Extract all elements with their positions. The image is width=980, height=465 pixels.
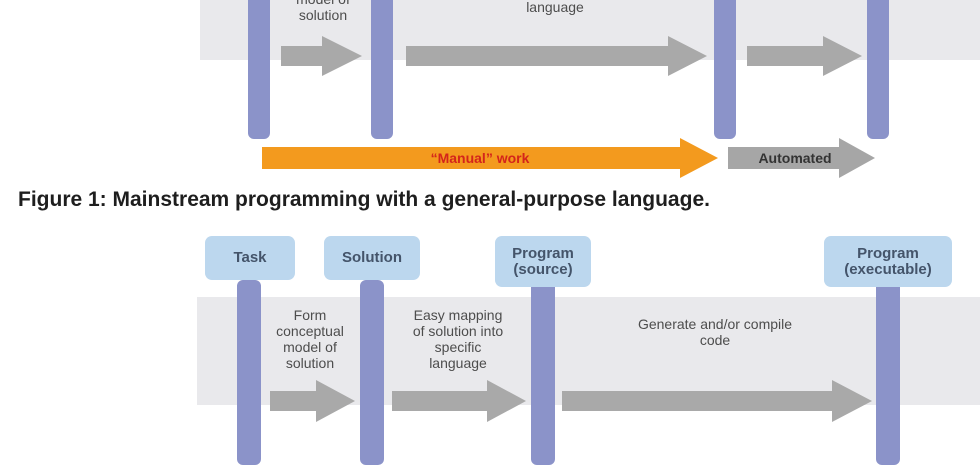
- automated-label: Automated: [758, 150, 832, 166]
- fig1-step-label-language: language: [526, 0, 584, 15]
- arrow-layer: [262, 36, 875, 178]
- fig2-step-arrow-1: [270, 380, 355, 422]
- step-label-form-model: Form conceptual model of solution: [276, 307, 344, 371]
- fig1-stage-bar-executable: [867, 0, 889, 139]
- automated-arrow: [728, 138, 875, 178]
- fig2-stage-bar-task: [237, 280, 261, 465]
- step-label-easy-mapping: Easy mapping of solution into specific l…: [412, 307, 504, 371]
- figure-caption: Figure 1: Mainstream programming with a …: [18, 188, 710, 211]
- fig1-step-arrow-3: [747, 36, 862, 76]
- fig1-stage-bar-task: [248, 0, 270, 139]
- fig1-step-label-model: model of solution: [296, 0, 350, 23]
- stage-box-task: Task: [205, 236, 295, 280]
- fig2-stage-bar-executable: [876, 280, 900, 465]
- stage-box-program-source: Program (source): [495, 236, 591, 287]
- fig2-stage-bar-solution: [360, 280, 384, 465]
- fig2-stage-bar-source: [531, 280, 555, 465]
- manual-work-label: “Manual” work: [430, 150, 530, 166]
- step-label-generate-compile: Generate and/or compile code: [637, 316, 793, 348]
- fig2-step-arrow-2: [392, 380, 526, 422]
- fig1-stage-bar-source: [714, 0, 736, 139]
- fig1-stage-bar-solution: [371, 0, 393, 139]
- fig1-step-arrow-1: [281, 36, 362, 76]
- fig2-step-arrow-3: [562, 380, 872, 422]
- manual-work-arrow: [262, 138, 718, 178]
- fig2-arrow-layer: [270, 380, 872, 422]
- stage-box-solution: Solution: [324, 236, 420, 280]
- fig1-step-arrow-2: [406, 36, 707, 76]
- stage-box-program-executable: Program (executable): [824, 236, 952, 287]
